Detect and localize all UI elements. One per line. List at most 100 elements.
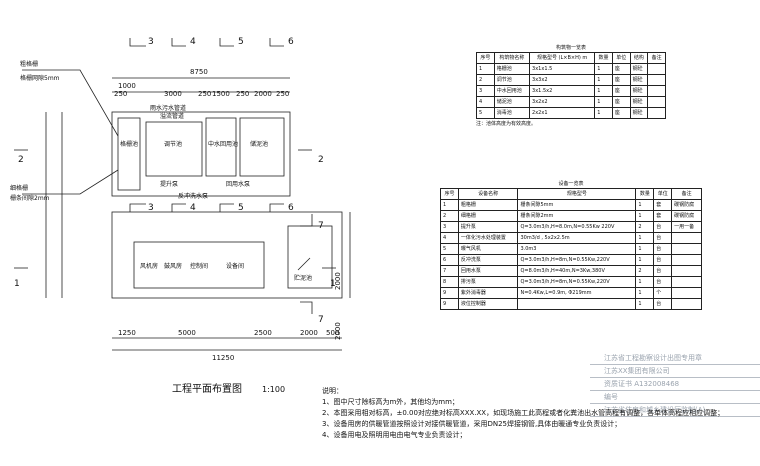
equipment-building-outline [111,211,343,299]
table-cell: 碳钢防腐 [671,199,702,211]
screen-tank-outline [117,117,141,191]
dim-text: 1500 [212,90,230,98]
callout-text: 栅条间隙2mm [10,194,50,202]
table-cell: 液位控制器 [457,298,519,310]
table-header: 数量 [635,188,655,200]
equalization-tank-outline [145,121,203,177]
table-cell: 1 [635,298,655,310]
table-cell: 1 [635,287,655,299]
room-label: 风机房 [140,262,158,270]
callout-text: 溢流管道 [160,112,184,120]
table-cell: 1 [635,254,655,266]
table-cell: 反冲洗泵 [457,254,519,266]
table-cell: 细格栅 [457,210,519,222]
table-cell: 3.0m3 [517,243,637,255]
table1-note: 注：池体高度为有效高度。 [476,121,537,127]
section-mark-3-top [129,38,146,47]
section-label: 3 [148,37,154,47]
design-stamp: 江苏省工程勘察设计出图专用章 江苏XX集团有限公司 资质证书 A13200846… [590,352,760,417]
tank-label: 储泥池 [250,140,268,148]
table-cell [671,287,702,299]
table-cell: 台 [653,298,673,310]
table-cell: 个 [653,287,673,299]
table-cell: 格栅池 [493,63,531,75]
table-cell: 套 [653,210,673,222]
table-cell: 1 [635,243,655,255]
table-header-row: 序号 构筑物名称 规格型号 (L×B×H) m 数量 单位 结构 备注 [476,52,666,64]
structures-table: 序号 构筑物名称 规格型号 (L×B×H) m 数量 单位 结构 备注 1 格栅池… [476,52,666,119]
table-header: 备注 [647,52,666,64]
dim-text: 3000 [164,90,182,98]
table2-caption: 设备一览表 [558,181,584,187]
stamp-line: 资质证书 A132008468 [590,378,760,391]
table-cell: 1 [594,96,613,108]
table-cell: 4 [440,232,459,244]
table-cell [647,63,666,75]
table-cell: 套 [653,199,673,211]
table-cell: 5 [440,243,459,255]
table-cell: 9 [440,287,459,299]
table-cell: 粗格栅 [457,199,519,211]
table-cell: 1 [635,210,655,222]
stamp-line: 江苏省住房和城乡建设厅监制(A) [590,404,760,417]
table-cell: 3x1.5x2 [529,85,596,97]
table-cell [671,243,702,255]
section-label: 5 [238,203,244,213]
dim-text: 250 [114,90,127,98]
drawing-title: 工程平面布置图 [172,383,242,395]
dim-text: 11250 [212,354,234,362]
table-cell: 3x1x1.5 [529,63,596,75]
section-label: 4 [190,203,196,213]
table-cell: 1 [440,199,459,211]
section-label: 1 [14,279,20,289]
table-cell: 回用水泵 [457,265,519,277]
table-cell: N=0.4Kw,L=0.9m, Φ219mm [517,287,637,299]
note-line: 2、本图采用相对标高，±0.00对应绝对标高XXX.XX，如现场施工此高程或者化… [322,409,725,417]
treatment-unit-outline [133,241,265,289]
table-cell: 排污泵 [457,276,519,288]
table-cell: 8 [440,276,459,288]
table-cell: 钢砼 [629,63,649,75]
table-cell: 钢砼 [629,96,649,108]
table-cell: 座 [611,85,631,97]
table-cell: 9 [440,298,459,310]
table-cell: 座 [611,74,631,86]
table-cell: 3 [476,85,495,97]
dim-text: 250 [236,90,249,98]
table-cell: 储泥池 [493,96,531,108]
stamp-line: 江苏XX集团有限公司 [590,365,760,378]
dim-text: 2000 [254,90,272,98]
section-label: 2 [318,155,324,165]
table-cell: 座 [611,63,631,75]
table-header: 设备名称 [457,188,519,200]
tank-group-outline [111,111,291,197]
stamp-line: 江苏省工程勘察设计出图专用章 [590,352,760,365]
table-cell: 2 [440,210,459,222]
table-cell: 1 [594,63,613,75]
table-cell [517,298,637,310]
dim-text: 250 [276,90,289,98]
table-cell: 调节池 [493,74,531,86]
table-header: 构筑物名称 [493,52,531,64]
section-label: 6 [288,203,294,213]
table-cell: 1 [635,276,655,288]
room-label: 控制间 [190,262,208,270]
table-cell [671,254,702,266]
stamp-line: 编号 [590,391,760,404]
table-cell: 台 [653,232,673,244]
section-label: 4 [190,37,196,47]
table-cell: 5 [476,107,495,119]
room-label: 鼓风房 [164,262,182,270]
table-cell [647,74,666,86]
table-cell: Q=3.0m3/h,H=8.0m,N=0.55Kw 220V [517,221,637,233]
table-cell: 3x2x2 [529,96,596,108]
table-cell: 紫外消毒器 [457,287,519,299]
